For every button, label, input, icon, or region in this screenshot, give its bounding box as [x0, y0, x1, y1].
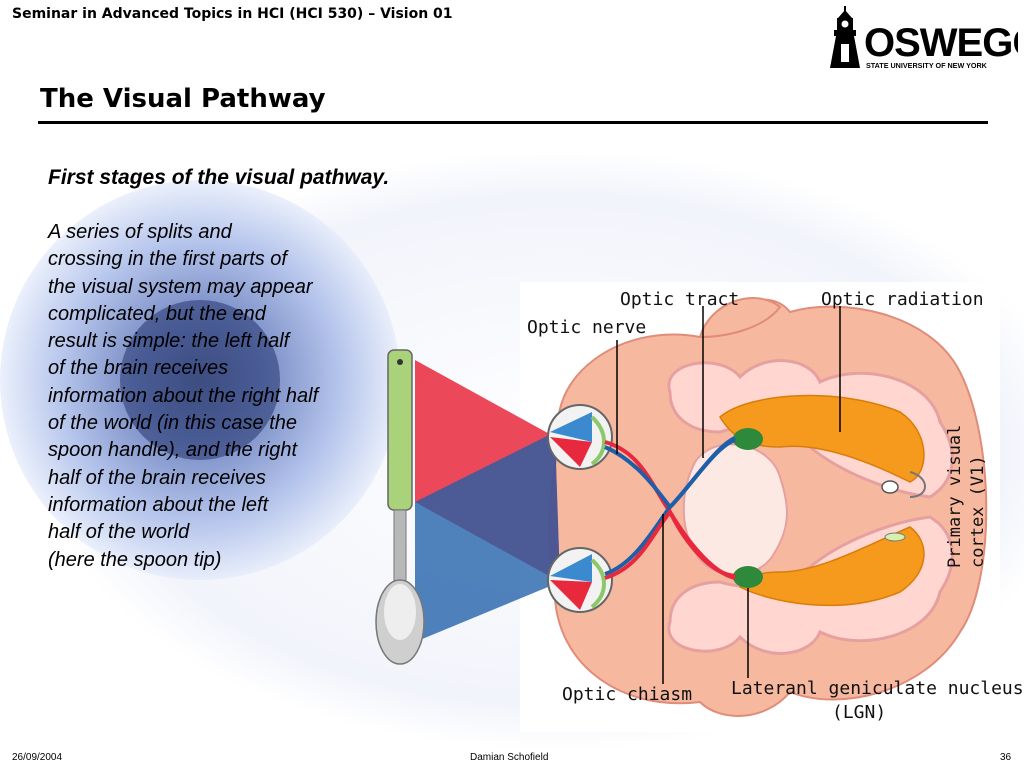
label-primary-visual-cortex-line2: cortex (V1) — [968, 455, 988, 568]
spoon-handle — [387, 349, 413, 511]
visual-pathway-diagram — [375, 282, 1000, 732]
course-title: Seminar in Advanced Topics in HCI (HCI 5… — [12, 6, 453, 22]
body-line: complicated, but the end — [48, 302, 266, 325]
label-lgn-line1: Lateranl geniculate nucleus — [731, 678, 1024, 699]
label-primary-visual-cortex-line1: Primary visual — [945, 424, 965, 568]
body-line: crossing in the first parts of — [48, 248, 287, 271]
label-optic-chiasm: Optic chiasm — [562, 684, 693, 705]
fibre-red-bottom — [604, 508, 736, 580]
v1-target-top — [881, 480, 899, 494]
lgn-bottom — [733, 566, 763, 588]
fibre-blue-bottom — [604, 436, 736, 576]
body-line: half of the brain receives — [48, 466, 266, 489]
logo-wordmark: OSWEGO — [864, 21, 1018, 65]
body-line: A series of splits and — [48, 221, 232, 243]
slide-title: The Visual Pathway — [40, 84, 326, 114]
body-line: spoon handle), and the right — [48, 439, 298, 462]
footer-date: 26/09/2004 — [12, 752, 63, 763]
slide-body-text: A series of splits and crossing in the fi… — [48, 219, 378, 574]
footer-page-number: 36 — [1000, 752, 1012, 763]
title-rule — [38, 121, 988, 124]
oswego-logo: OSWEGO STATE UNIVERSITY OF NEW YORK — [830, 6, 1018, 70]
optic-radiation-bottom — [738, 526, 925, 607]
body-line: of the world (in this case the — [48, 412, 298, 435]
label-optic-nerve: Optic nerve — [527, 317, 647, 338]
body-line: result is simple: the left half — [48, 330, 290, 353]
body-line: the visual system may appear — [48, 275, 313, 298]
footer-author: Damian Schofield — [470, 752, 549, 763]
frontal-bump — [698, 297, 782, 339]
label-lgn-line2: (LGN) — [832, 702, 887, 723]
v1-target-bottom — [884, 532, 906, 542]
slide-subtitle: First stages of the visual pathway. — [48, 166, 390, 189]
body-line: of the brain receives — [48, 357, 229, 380]
eye-top — [547, 404, 613, 470]
lgn-top — [733, 428, 763, 450]
label-optic-radiation: Optic radiation — [821, 289, 984, 310]
clock-tower-icon — [830, 6, 860, 68]
spoon-illustration — [375, 349, 425, 665]
label-optic-tract: Optic tract — [620, 289, 740, 310]
logo-tagline: STATE UNIVERSITY OF NEW YORK — [866, 61, 988, 70]
body-line: information about the left — [48, 493, 269, 516]
body-line: (here the spoon tip) — [48, 548, 222, 571]
body-line: information about the right half — [48, 384, 319, 407]
left-field-cone — [415, 432, 560, 642]
optic-radiation-top — [719, 394, 925, 483]
body-line: half of the world — [48, 521, 190, 544]
eye-bottom — [547, 547, 613, 613]
